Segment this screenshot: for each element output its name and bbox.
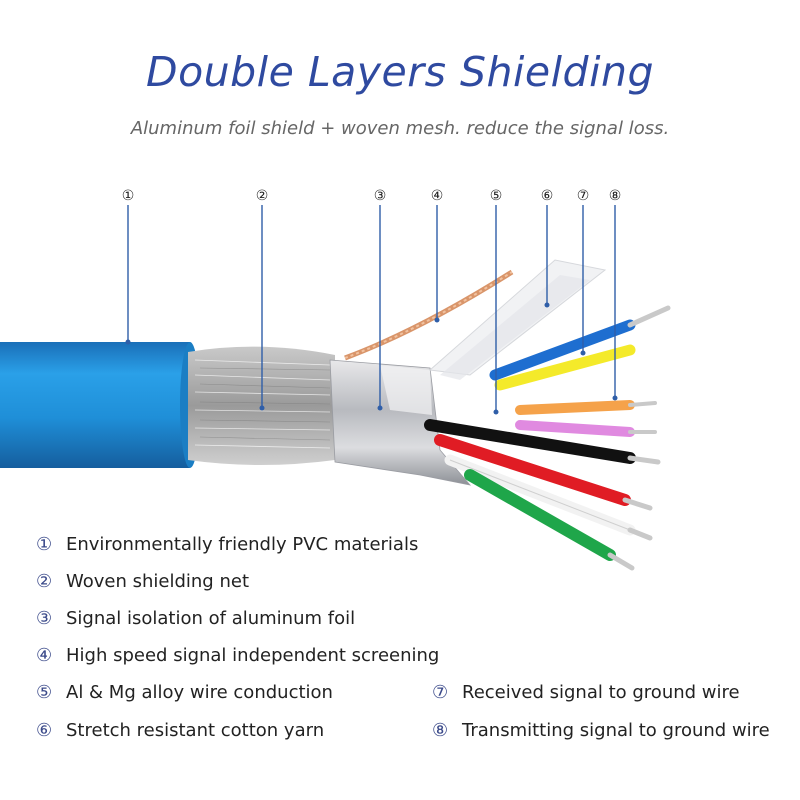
cotton-yarn [428,259,607,380]
legend-text: Signal isolation of aluminum foil [66,608,356,629]
aluminum-foil [329,359,472,486]
callout-6: ⑥ [541,188,554,204]
legend-num: ⑤ [36,682,53,703]
callout-2: ② [256,188,269,204]
legend-text: High speed signal independent screening [66,645,440,666]
legend-num: ③ [36,608,53,629]
legend-num: ② [36,571,53,592]
legend-num: ① [36,534,53,555]
legend-text: Woven shielding net [66,571,249,592]
legend-num: ⑥ [36,720,53,741]
yellow-wire [494,344,636,391]
legend-text: Environmentally friendly PVC materials [66,534,419,555]
legend-text: Received signal to ground wire [462,682,740,703]
legend-item-3: ③ Signal isolation of aluminum foil [36,608,355,629]
legend-item-1: ① Environmentally friendly PVC materials [36,534,418,555]
page-subtitle: Aluminum foil shield + woven mesh. reduc… [130,118,670,139]
legend-item-6: ⑥ Stretch resistant cotton yarn [36,720,324,741]
legend-item-2: ② Woven shielding net [36,571,249,592]
callout-8: ⑧ [609,188,622,204]
legend-item-5: ⑤ Al & Mg alloy wire conduction [36,682,333,703]
callout-4: ④ [431,188,444,204]
legend-item-7: ⑦ Received signal to ground wire [432,682,740,703]
pvc-jacket [0,342,200,468]
black-wire [424,419,661,465]
legend-num: ⑧ [432,720,449,741]
callout-7: ⑦ [577,188,590,204]
page-title: Double Layers Shielding [146,48,654,96]
violet-wire [515,420,657,437]
legend-text: Al & Mg alloy wire conduction [66,682,333,703]
legend-item-8: ⑧ Transmitting signal to ground wire [432,720,770,741]
white-wire [444,454,653,541]
callout-1: ① [122,188,135,204]
red-wire [434,434,653,511]
orange-wire [515,400,657,415]
green-wire [464,469,635,571]
legend-item-4: ④ High speed signal independent screening [36,645,439,666]
legend-num: ④ [36,645,53,666]
legend-num: ⑦ [432,682,449,703]
legend-text: Transmitting signal to ground wire [462,720,770,741]
blue-wire [489,305,671,381]
legend-text: Stretch resistant cotton yarn [66,720,325,741]
callout-5: ⑤ [490,188,503,204]
cable-diagram: ① ② ③ ④ ⑤ ⑥ ⑦ ⑧ [0,188,671,571]
copper-drain-wire [344,269,514,361]
callout-3: ③ [374,188,387,204]
